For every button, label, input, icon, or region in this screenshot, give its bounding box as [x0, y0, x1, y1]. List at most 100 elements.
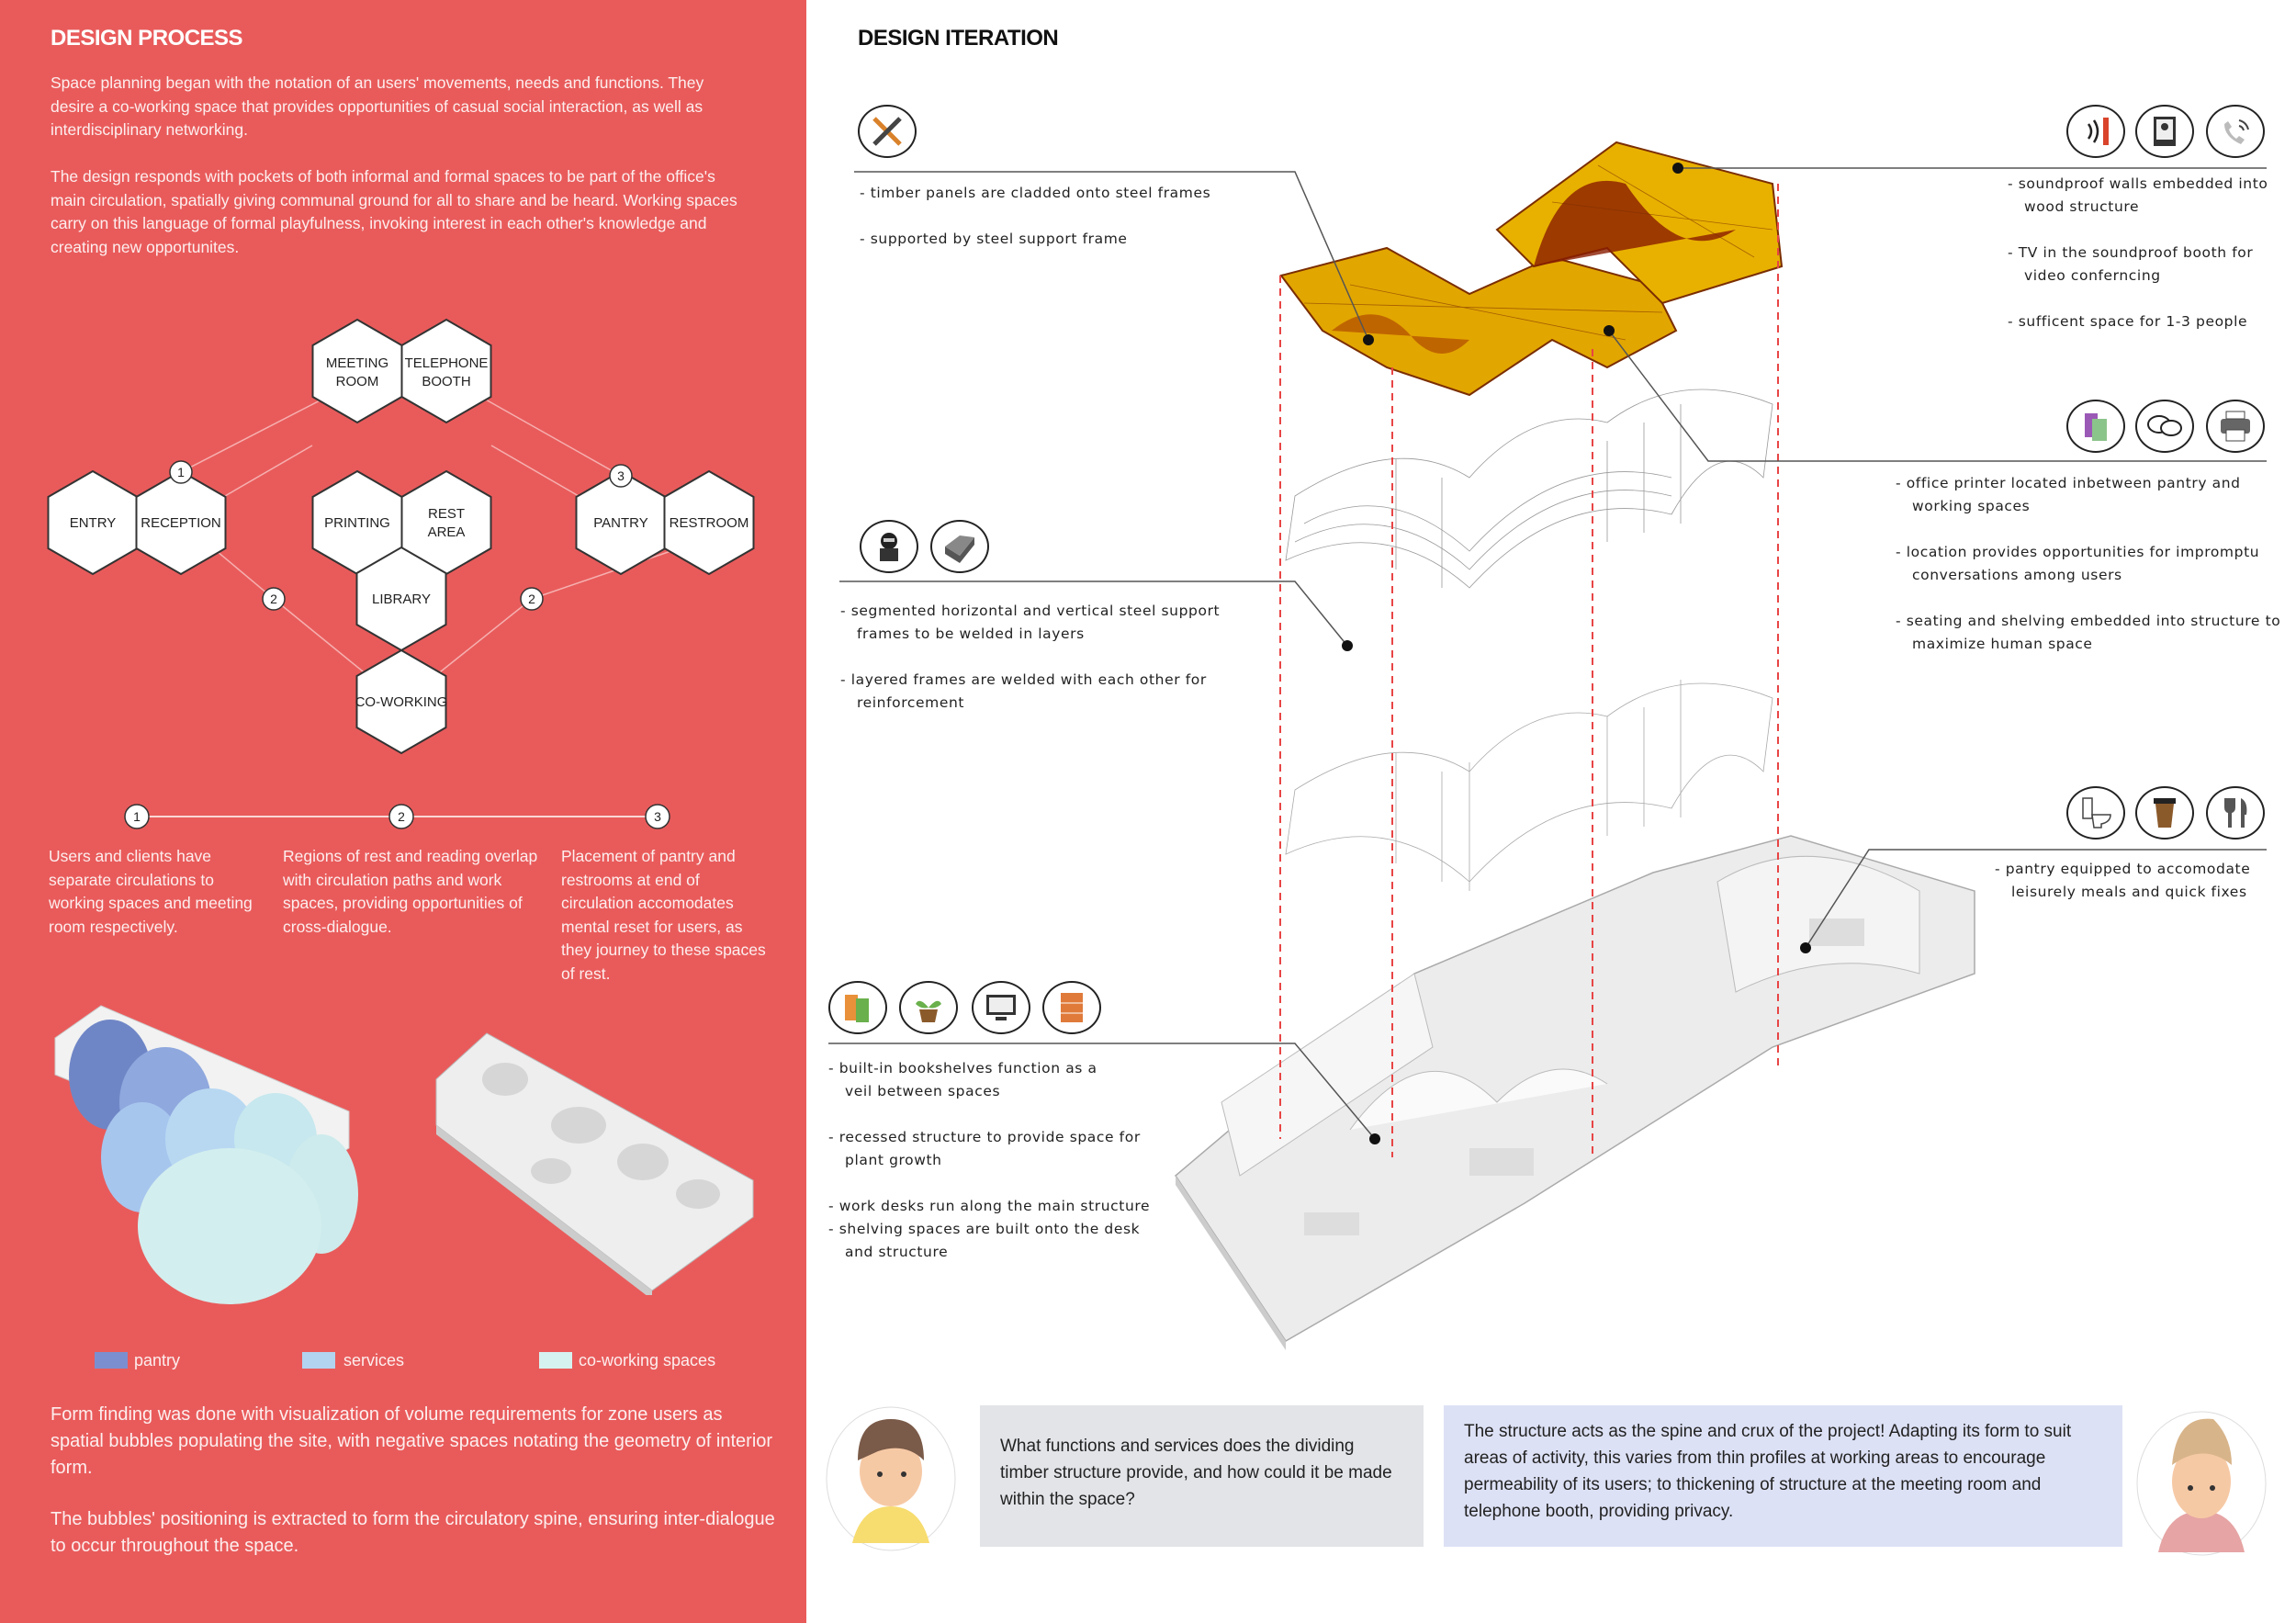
- floor-plan-model: [1175, 835, 1975, 1350]
- hex-reception: RECEPTION: [135, 469, 227, 576]
- notes-booth: - soundproof walls embedded into wood st…: [2008, 173, 2283, 333]
- process-para-3: Form finding was done with visualization…: [51, 1404, 773, 1478]
- svg-text:CO-WORKING: CO-WORKING: [355, 694, 448, 710]
- step-2-text: Regions of rest and reading overlap with…: [283, 847, 538, 936]
- marker-2-right: 2: [520, 587, 544, 611]
- legend-swatch-pantry: [95, 1352, 128, 1369]
- avatar-man: [2136, 1411, 2267, 1556]
- svg-text:3: 3: [654, 809, 661, 824]
- hex-meeting-room: MEETING ROOM: [311, 318, 403, 424]
- note: - supported by steel support frame: [860, 231, 1128, 247]
- svg-text:RESTROOM: RESTROOM: [670, 515, 749, 531]
- timber-structure: [1279, 141, 1784, 397]
- svg-text:BOOTH: BOOTH: [422, 374, 470, 389]
- timeline: 1 2 3: [124, 804, 670, 829]
- svg-text:AREA: AREA: [428, 524, 466, 540]
- note: - soundproof walls embedded into wood st…: [2008, 175, 2268, 215]
- question-bubble: What functions and services does the div…: [980, 1405, 1424, 1547]
- note: - timber panels are cladded onto steel f…: [860, 185, 1211, 201]
- marker-2-left: 2: [262, 587, 286, 611]
- process-title: DESIGN PROCESS: [51, 26, 243, 51]
- process-para-4: The bubbles' positioning is extracted to…: [51, 1509, 775, 1556]
- legend-services: services: [343, 1351, 405, 1369]
- svg-text:ENTRY: ENTRY: [70, 515, 117, 531]
- note: - work desks run along the main structur…: [828, 1198, 1151, 1214]
- notes-pantry: - pantry equipped to accomodate leisurel…: [1995, 858, 2270, 904]
- alignment-dashes: [1279, 184, 1779, 1157]
- answer-bubble: The structure acts as the spine and crux…: [1444, 1405, 2122, 1547]
- svg-text:2: 2: [528, 592, 535, 606]
- chat-icon: [2135, 400, 2194, 453]
- note: - recessed structure to provide space fo…: [828, 1129, 1141, 1168]
- hex-pantry: PANTRY: [575, 469, 667, 576]
- svg-text:PANTRY: PANTRY: [593, 515, 647, 531]
- svg-text:TELEPHONE: TELEPHONE: [405, 355, 489, 371]
- steel-frame-layer-1: [1285, 389, 1773, 589]
- process-para-1: Space planning began with the notation o…: [51, 73, 704, 139]
- bookshelf-icon: [828, 981, 887, 1034]
- notes-workspace: - built-in bookshelves function as a vei…: [828, 1057, 1177, 1264]
- svg-text:REST: REST: [428, 506, 465, 522]
- hex-rest-area: REST AREA: [400, 469, 492, 576]
- notes-printer: - office printer located inbetween pantr…: [1896, 472, 2281, 656]
- video-call-icon: [2135, 105, 2194, 158]
- svg-text:1: 1: [133, 809, 141, 824]
- marker-3: 3: [609, 464, 633, 488]
- coffee-icon: [2135, 786, 2194, 840]
- books-icon: [2066, 400, 2125, 453]
- cabinet-icon: [1042, 981, 1101, 1034]
- note: - seating and shelving embedded into str…: [1896, 613, 2281, 652]
- process-para-2: The design responds with pockets of both…: [51, 167, 737, 256]
- plant-icon: [899, 981, 958, 1034]
- iteration-title: DESIGN ITERATION: [858, 26, 1059, 51]
- toilet-icon: [2066, 786, 2125, 840]
- legend-coworking: co-working spaces: [579, 1351, 716, 1369]
- note: - built-in bookshelves function as a vei…: [828, 1060, 1097, 1099]
- cutlery-icon: [2206, 786, 2265, 840]
- legend-swatch-coworking: [539, 1352, 572, 1369]
- note: - sufficent space for 1-3 people: [2008, 313, 2248, 330]
- svg-text:RECEPTION: RECEPTION: [141, 515, 221, 531]
- welder-icon: [860, 520, 918, 573]
- step-3-text: Placement of pantry and restrooms at end…: [561, 847, 766, 983]
- circulation-lines: [180, 394, 685, 676]
- svg-text:LIBRARY: LIBRARY: [372, 592, 431, 607]
- svg-text:2: 2: [398, 809, 405, 824]
- note: - segmented horizontal and vertical stee…: [840, 603, 1221, 642]
- svg-text:MEETING: MEETING: [326, 355, 388, 371]
- phone-icon: [2206, 105, 2265, 158]
- notes-timber: - timber panels are cladded onto steel f…: [860, 182, 1245, 251]
- marker-1: 1: [169, 460, 193, 484]
- tools-icon: [858, 105, 917, 158]
- svg-text:2: 2: [270, 592, 277, 606]
- hex-telephone-booth: TELEPHONE BOOTH: [400, 318, 492, 424]
- avatar-woman: [826, 1406, 956, 1551]
- note: - location provides opportunities for im…: [1896, 544, 2260, 583]
- svg-text:PRINTING: PRINTING: [324, 515, 390, 531]
- negative-space-model: [435, 1032, 754, 1295]
- hex-co-working: CO-WORKING: [355, 648, 448, 755]
- notes-steel: - segmented horizontal and vertical stee…: [840, 600, 1235, 715]
- note: - pantry equipped to accomodate leisurel…: [1995, 861, 2251, 900]
- design-process-panel: DESIGN PROCESS Space planning began with…: [0, 0, 806, 1623]
- note: - layered frames are welded with each ot…: [840, 671, 1207, 711]
- steel-frame-layer-2: [1285, 680, 1773, 891]
- svg-text:ROOM: ROOM: [336, 374, 379, 389]
- note: - TV in the soundproof booth for video c…: [2008, 244, 2254, 284]
- exploded-axonometric: [1175, 141, 1975, 1350]
- hex-restroom: RESTROOM: [663, 469, 755, 576]
- adjacency-diagram: MEETING ROOM TELEPHONE BOOTH ENTRY RECEPTI…: [47, 318, 755, 755]
- bubble-volume-model: [54, 1005, 358, 1304]
- printer-icon: [2206, 400, 2265, 453]
- note: - shelving spaces are built onto the des…: [828, 1221, 1141, 1260]
- soundproof-icon: [2066, 105, 2125, 158]
- monitor-icon: [972, 981, 1030, 1034]
- legend-pantry: pantry: [134, 1351, 181, 1369]
- steel-frame-icon: [930, 520, 989, 573]
- svg-text:1: 1: [177, 465, 185, 479]
- note: - office printer located inbetween pantr…: [1896, 475, 2241, 514]
- step-1-text: Users and clients have separate circulat…: [49, 847, 253, 936]
- hex-library: LIBRARY: [355, 546, 447, 652]
- legend-swatch-services: [302, 1352, 335, 1369]
